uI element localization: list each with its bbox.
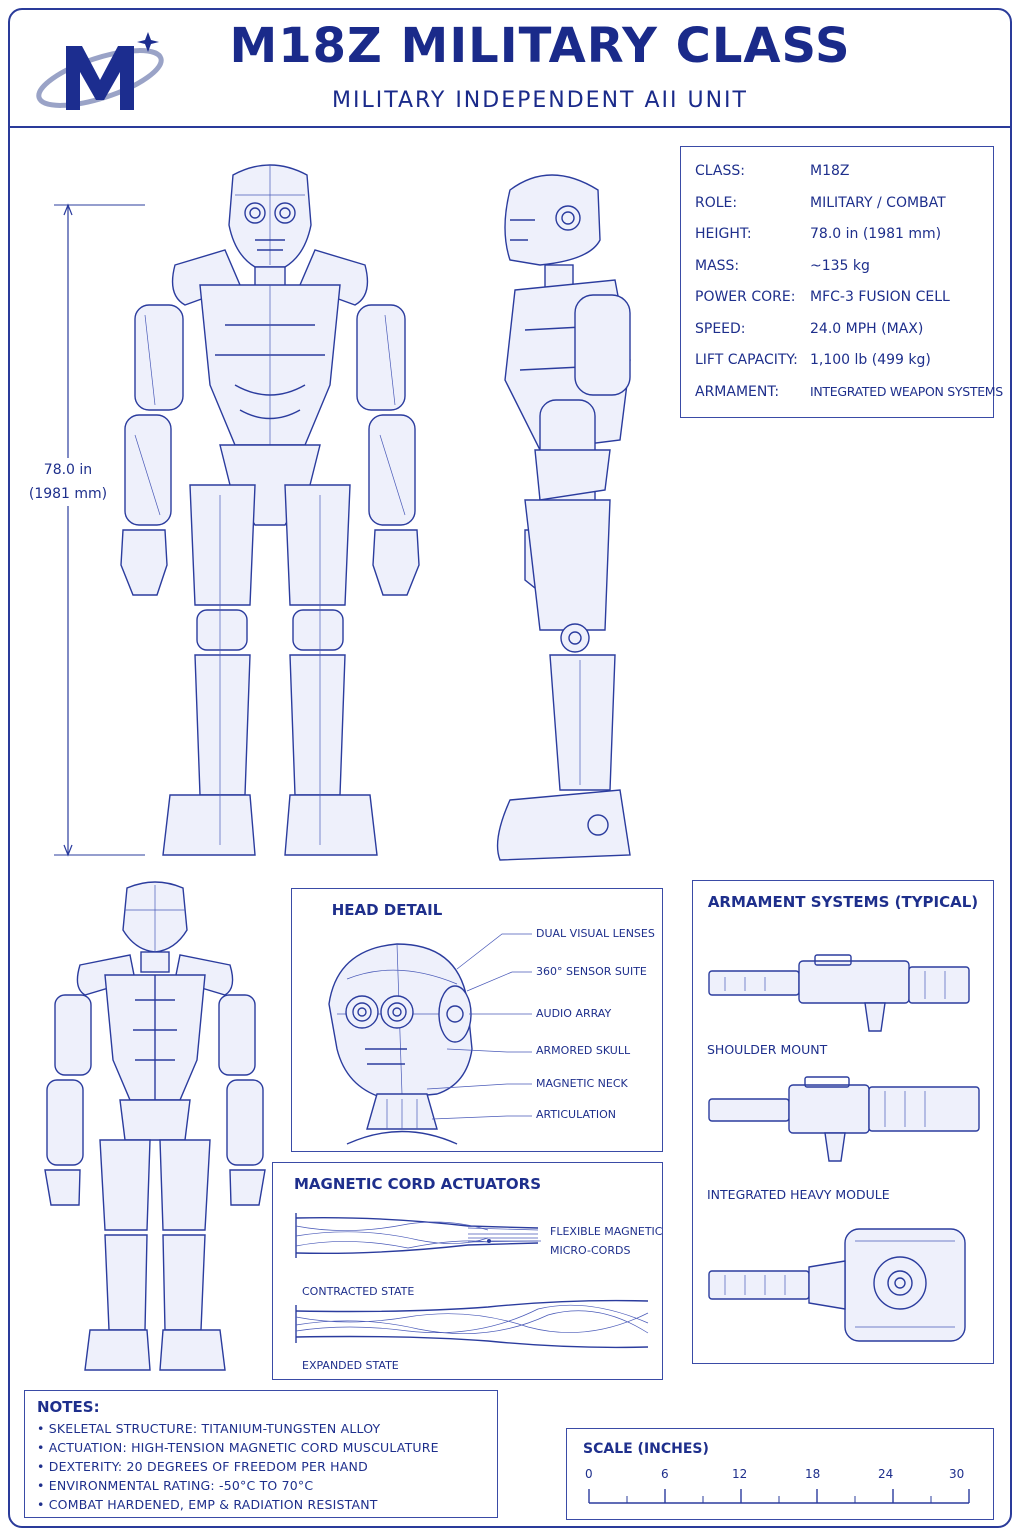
note-item: • DEXTERITY: 20 DEGREES OF FREEDOM PER H… xyxy=(37,1459,368,1474)
m-logo-icon xyxy=(36,32,164,110)
contracted-state-label: CONTRACTED STATE xyxy=(302,1285,415,1298)
callout-label: 360° SENSOR SUITE xyxy=(536,965,647,978)
scale-title: SCALE (INCHES) xyxy=(583,1441,709,1457)
specs-panel: CLASS: M18Z ROLE: MILITARY / COMBAT HEIG… xyxy=(680,146,1003,418)
spec-value: 78.0 in (1981 mm) xyxy=(810,226,942,242)
callout-label: AUDIO ARRAY xyxy=(536,1007,612,1020)
scale-tick-label: 12 xyxy=(732,1467,748,1481)
height-value-mm: (1981 mm) xyxy=(28,486,108,502)
spec-label: ROLE: xyxy=(695,195,738,211)
expanded-state-label: EXPANDED STATE xyxy=(302,1359,399,1372)
notes-panel: NOTES: • SKELETAL STRUCTURE: TITANIUM-TU… xyxy=(24,1390,498,1518)
callout-label: ARTICULATION xyxy=(536,1108,616,1121)
spec-value: 24.0 MPH (MAX) xyxy=(810,321,924,337)
height-value-in: 78.0 in xyxy=(43,462,93,478)
armament-title: ARMAMENT SYSTEMS (TYPICAL) xyxy=(707,893,979,911)
armament-panel: ARMAMENT SYSTEMS (TYPICAL) SHOULDER MOUN… xyxy=(692,880,994,1364)
expanded-cords-icon xyxy=(295,1299,649,1349)
spec-label: POWER CORE: xyxy=(695,289,796,305)
scale-tick-label: 24 xyxy=(878,1467,894,1481)
height-dimension-line xyxy=(54,203,145,857)
scale-tick-label: 18 xyxy=(805,1467,821,1481)
spec-label: LIFT CAPACITY: xyxy=(695,352,798,368)
head-detail-panel: HEAD DETAIL DUAL VISUAL LENSES 360° SENS… xyxy=(291,888,663,1152)
head-detail-drawing xyxy=(328,933,532,1145)
rotary-module-weapon-icon xyxy=(708,1228,966,1342)
heavy-module-weapon-icon xyxy=(708,1076,980,1162)
spec-value: MFC-3 FUSION CELL xyxy=(810,289,950,305)
robot-side-view xyxy=(496,174,631,861)
spec-value: M18Z xyxy=(810,163,850,179)
page-title: M18Z MILITARY CLASS xyxy=(229,18,851,74)
scale-bar xyxy=(588,1489,970,1504)
shoulder-mount-label: SHOULDER MOUNT xyxy=(707,1042,828,1057)
head-detail-title: HEAD DETAIL xyxy=(331,901,443,919)
page-subtitle: MILITARY INDEPENDENT AII UNIT xyxy=(332,88,748,113)
spec-label: CLASS: xyxy=(695,163,745,179)
note-item: • COMBAT HARDENED, EMP & RADIATION RESIS… xyxy=(37,1497,378,1512)
scale-tick-label: 6 xyxy=(661,1467,669,1481)
header-divider xyxy=(10,126,1012,128)
shoulder-mount-weapon-icon xyxy=(708,954,970,1032)
note-item: • ENVIRONMENTAL RATING: -50°C TO 70°C xyxy=(37,1478,314,1493)
spec-value: ~135 kg xyxy=(810,258,870,274)
callout-label: ARMORED SKULL xyxy=(536,1044,631,1057)
spec-label: ARMAMENT: xyxy=(695,384,780,400)
spec-label: MASS: xyxy=(695,258,740,274)
scale-tick-label: 30 xyxy=(949,1467,965,1481)
spec-value: 1,100 lb (499 kg) xyxy=(810,352,931,368)
actuators-panel: MAGNETIC CORD ACTUATORS FLEXIBLE MAGNETI… xyxy=(272,1162,663,1380)
callout-label: DUAL VISUAL LENSES xyxy=(536,927,655,940)
robot-front-view xyxy=(120,164,420,856)
spec-label: SPEED: xyxy=(695,321,746,337)
notes-title: NOTES: xyxy=(37,1398,100,1416)
height-label: 78.0 in (1981 mm) xyxy=(18,458,118,506)
robot-back-view xyxy=(44,881,266,1371)
contracted-cords-icon xyxy=(295,1213,539,1258)
callout-label: MAGNETIC NECK xyxy=(536,1077,628,1090)
actuators-title: MAGNETIC CORD ACTUATORS xyxy=(293,1175,542,1193)
cords-callout-line2: MICRO-CORDS xyxy=(550,1244,631,1257)
note-item: • SKELETAL STRUCTURE: TITANIUM-TUNGSTEN … xyxy=(37,1421,381,1436)
heavy-module-label: INTEGRATED HEAVY MODULE xyxy=(707,1187,890,1202)
cords-callout-line1: FLEXIBLE MAGNETIC xyxy=(550,1225,663,1238)
callout-arrow-icon xyxy=(487,1239,541,1243)
scale-tick-label: 0 xyxy=(585,1467,593,1481)
spec-value: MILITARY / COMBAT xyxy=(810,195,946,211)
note-item: • ACTUATION: HIGH-TENSION MAGNETIC CORD … xyxy=(37,1440,439,1455)
spec-label: HEIGHT: xyxy=(695,226,752,242)
scale-panel: SCALE (INCHES) 0 6 12 18 24 30 xyxy=(566,1428,994,1520)
blueprint-sheet xyxy=(8,8,1012,1528)
spec-value: INTEGRATED WEAPON SYSTEMS xyxy=(810,384,1003,399)
